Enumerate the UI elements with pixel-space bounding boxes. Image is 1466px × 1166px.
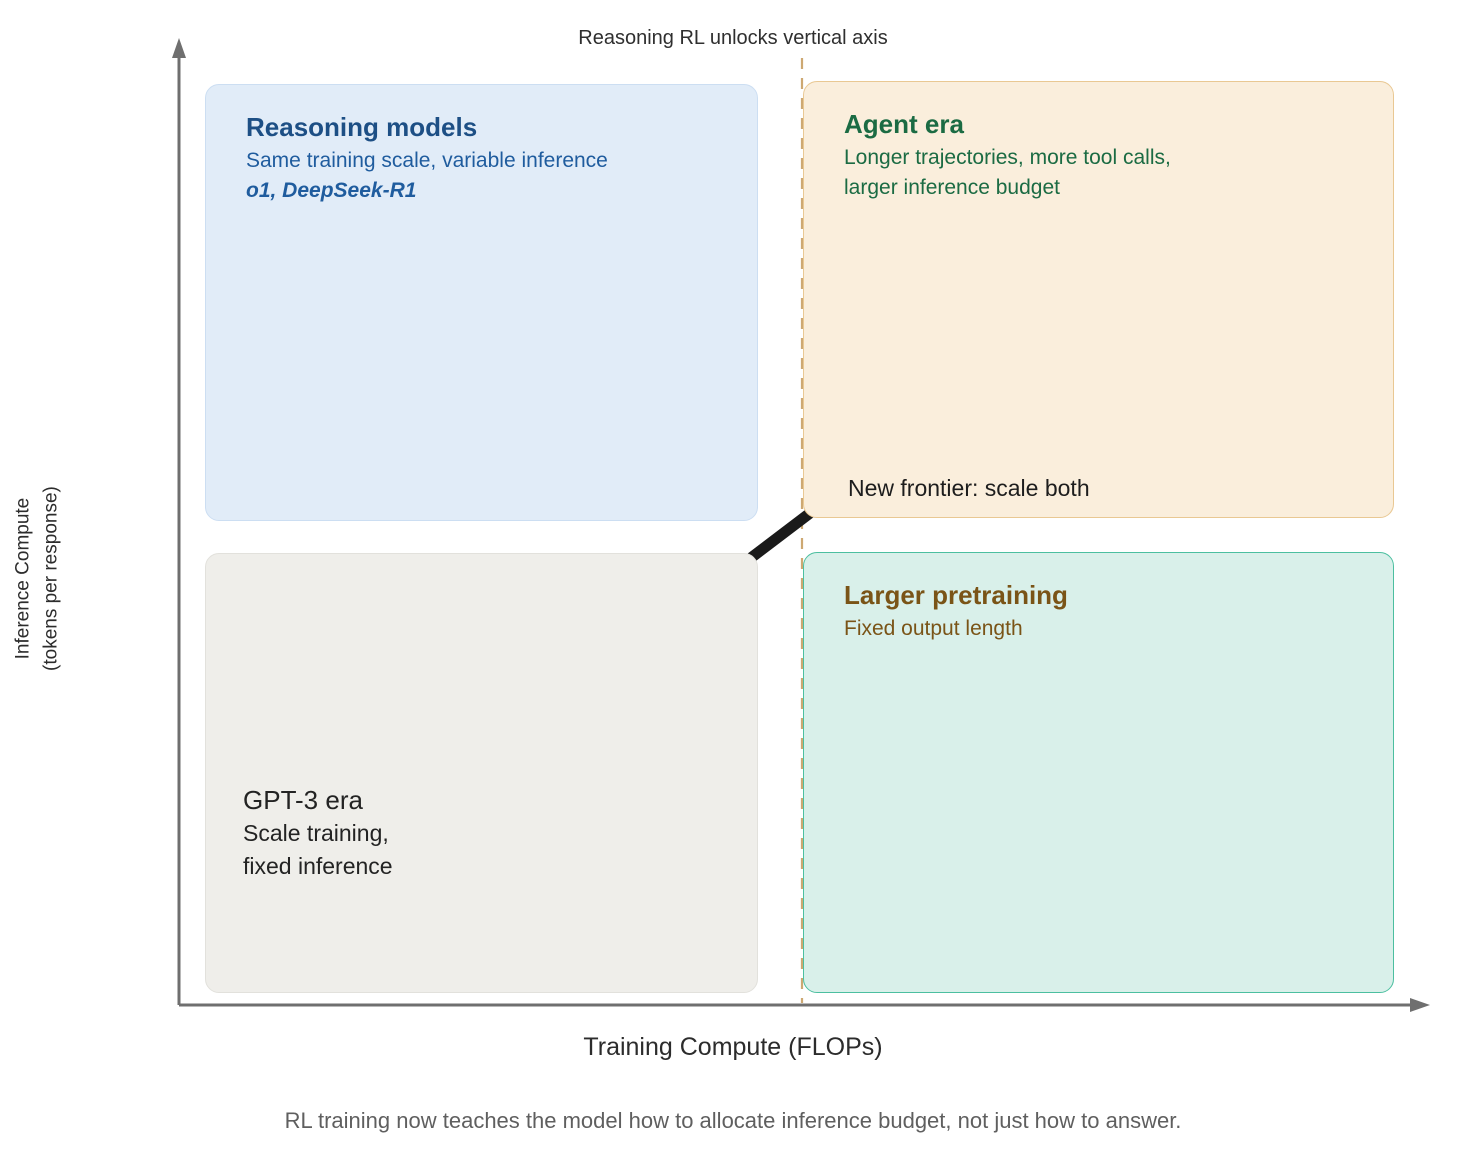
quadrant-pretraining-title: Larger pretraining <box>844 580 1068 610</box>
annotation-gpt3-title: GPT-3 era <box>243 785 363 815</box>
quadrant-pretraining-text: Larger pretraining Fixed output length <box>844 579 1379 644</box>
figure-caption: RL training now teaches the model how to… <box>284 1108 1182 1133</box>
x-axis-arrowhead <box>1410 998 1430 1012</box>
annotation-new-frontier: New frontier: scale both <box>848 475 1090 501</box>
quadrant-larger-pretraining[interactable]: Larger pretraining Fixed output length <box>803 552 1394 993</box>
annotation-gpt3-line1: Scale training, <box>243 820 389 847</box>
quadrant-agent-line1: Longer trajectories, more tool calls, <box>844 146 1171 170</box>
quadrant-agent-era[interactable]: Agent era Longer trajectories, more tool… <box>803 81 1394 518</box>
y-axis-label-line2: (tokens per response) <box>40 486 61 671</box>
quadrant-pretraining-line1: Fixed output length <box>844 617 1023 641</box>
y-axis-label: Inference Compute (tokens per response) <box>9 399 64 759</box>
quadrant-agent-text: Agent era Longer trajectories, more tool… <box>844 108 1379 203</box>
quadrant-agent-line2: larger inference budget <box>844 176 1060 200</box>
quadrant-reasoning-title: Reasoning models <box>246 112 478 142</box>
quadrant-reasoning-text: Reasoning models Same training scale, va… <box>246 111 743 206</box>
annotation-gpt3-era: GPT-3 era Scale training, fixed inferenc… <box>243 783 393 882</box>
y-axis-label-line1: Inference Compute <box>12 497 34 660</box>
quadrant-agent-title: Agent era <box>844 109 964 139</box>
divider-note: Reasoning RL unlocks vertical axis <box>578 27 888 49</box>
quadrant-gpt3-era[interactable] <box>205 553 758 993</box>
annotation-gpt3-line2: fixed inference <box>243 852 393 879</box>
quadrant-reasoning-examples: o1, DeepSeek-R1 <box>246 179 417 203</box>
quadrant-reasoning-models[interactable]: Reasoning models Same training scale, va… <box>205 84 758 521</box>
x-axis-label: Training Compute (FLOPs) <box>583 1033 883 1061</box>
quadrant-reasoning-line1: Same training scale, variable inference <box>246 149 608 173</box>
